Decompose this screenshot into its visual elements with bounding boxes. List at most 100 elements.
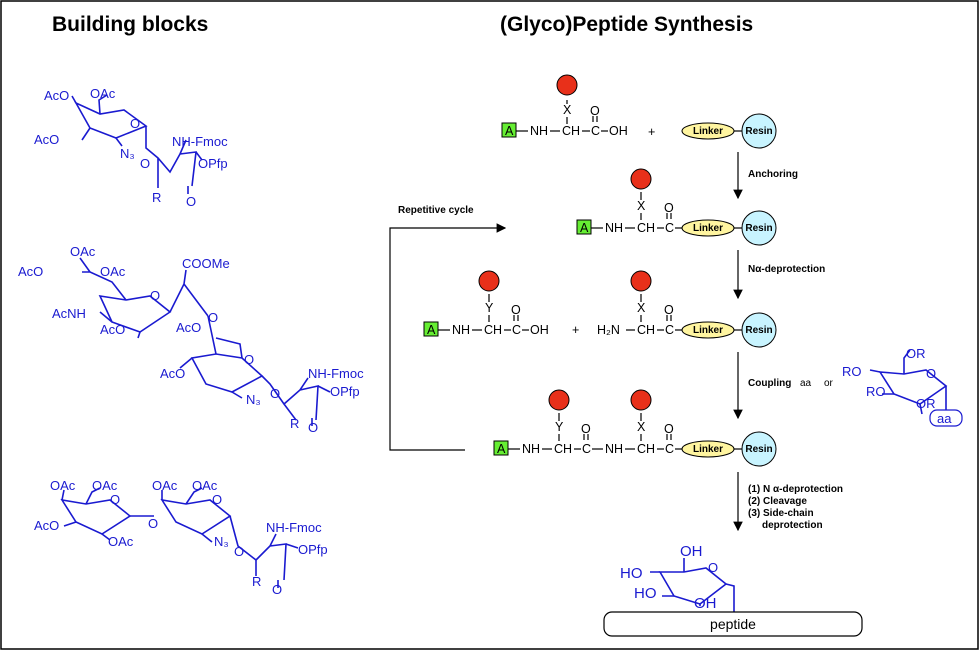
row-coupling-partners: A NH CH C OH O Y + H₂N CH C O X Linker R… <box>423 270 777 348</box>
svg-text:CH: CH <box>637 221 655 235</box>
svg-text:CH: CH <box>562 124 580 138</box>
svg-text:Linker: Linker <box>693 444 723 455</box>
svg-text:OAc: OAc <box>50 478 76 493</box>
svg-text:A: A <box>580 221 589 235</box>
svg-text:C: C <box>582 442 591 456</box>
svg-text:C: C <box>591 124 600 138</box>
svg-text:O: O <box>208 310 218 325</box>
svg-text:or: or <box>824 378 834 389</box>
svg-text:O: O <box>212 492 222 507</box>
svg-text:OAc: OAc <box>90 86 116 101</box>
repetitive-cycle-label: Repetitive cycle <box>398 205 474 216</box>
svg-text:OH: OH <box>694 595 717 612</box>
svg-text:AcO: AcO <box>34 132 59 147</box>
side-chain-X <box>556 74 578 96</box>
svg-text:A: A <box>497 442 506 456</box>
svg-text:NH-Fmoc: NH-Fmoc <box>172 134 228 149</box>
svg-text:OH: OH <box>609 124 628 138</box>
svg-text:O: O <box>150 288 160 303</box>
svg-text:Linker: Linker <box>693 126 723 137</box>
svg-text:Linker: Linker <box>693 223 723 234</box>
svg-text:C: C <box>665 442 674 456</box>
svg-text:OAc: OAc <box>152 478 178 493</box>
svg-text:X: X <box>637 301 646 315</box>
svg-text:RO: RO <box>842 364 862 379</box>
svg-text:O: O <box>708 560 718 575</box>
svg-text:Linker: Linker <box>693 325 723 336</box>
svg-text:O: O <box>664 201 674 215</box>
svg-text:NH-Fmoc: NH-Fmoc <box>266 520 322 535</box>
svg-text:RO: RO <box>866 384 886 399</box>
title-building-blocks: Building blocks <box>52 13 208 36</box>
svg-text:(3) Side-chain: (3) Side-chain <box>748 508 814 519</box>
svg-text:HO: HO <box>620 565 643 582</box>
svg-text:NH-Fmoc: NH-Fmoc <box>308 366 364 381</box>
svg-text:O: O <box>926 366 936 381</box>
svg-text:O: O <box>130 116 140 131</box>
svg-text:Y: Y <box>555 420 564 434</box>
svg-text:OAc: OAc <box>108 534 134 549</box>
svg-text:A: A <box>427 323 436 337</box>
coupling-step: Coupling aa or <box>733 352 834 420</box>
svg-text:OAc: OAc <box>192 478 218 493</box>
svg-text:O: O <box>581 422 591 436</box>
svg-text:OH: OH <box>530 323 549 337</box>
svg-text:+: + <box>572 323 579 337</box>
svg-text:C: C <box>512 323 521 337</box>
svg-text:O: O <box>110 492 120 507</box>
resin <box>741 113 777 149</box>
svg-text:OR: OR <box>916 396 936 411</box>
svg-text:C: C <box>665 221 674 235</box>
svg-text:AcO: AcO <box>18 264 43 279</box>
svg-text:O: O <box>270 386 280 401</box>
protecting-group-A <box>501 122 517 138</box>
svg-text:OH: OH <box>680 543 703 560</box>
svg-text:Coupling: Coupling <box>748 378 791 389</box>
svg-text:O: O <box>272 582 282 597</box>
svg-text:OPfp: OPfp <box>330 384 360 399</box>
building-block-2: OAc AcO OAc AcNH AcO COOMe O AcO O O AcO… <box>18 244 364 435</box>
svg-text:OAc: OAc <box>100 264 126 279</box>
svg-text:AcO: AcO <box>44 88 69 103</box>
svg-text:NH: NH <box>605 221 623 235</box>
building-block-1: AcO OAc AcO N₃ O O NH-Fmoc OPfp R O <box>34 86 228 209</box>
svg-text:O: O <box>234 544 244 559</box>
svg-text:O: O <box>148 516 158 531</box>
anchoring-step: Anchoring <box>733 152 798 200</box>
svg-text:aa: aa <box>800 378 812 389</box>
svg-text:AcO: AcO <box>100 322 125 337</box>
svg-text:O: O <box>140 156 150 171</box>
svg-text:OR: OR <box>906 346 926 361</box>
svg-text:NH: NH <box>530 124 548 138</box>
glyco-amino-acid: OR RO RO OR O OR aa <box>842 346 963 427</box>
svg-text:AcO: AcO <box>160 366 185 381</box>
svg-text:O: O <box>511 303 521 317</box>
svg-text:Resin: Resin <box>745 223 772 234</box>
svg-text:OAc: OAc <box>92 478 118 493</box>
svg-text:O: O <box>590 104 600 118</box>
building-block-3: OAc OAc AcO O OAc O OAc OAc O N₃ O NH-Fm… <box>34 478 328 597</box>
title-glycopeptide-synthesis: (Glyco)Peptide Synthesis <box>500 13 753 36</box>
row-amino-acid: A NH CH C OH O X + Linker Resin <box>501 74 777 149</box>
svg-text:X: X <box>637 199 646 213</box>
svg-text:HO: HO <box>634 585 657 602</box>
svg-text:N₃: N₃ <box>120 146 135 161</box>
svg-text:X: X <box>637 420 646 434</box>
svg-text:A: A <box>505 124 514 138</box>
svg-text:O: O <box>664 303 674 317</box>
svg-text:H₂N: H₂N <box>597 323 620 337</box>
svg-text:N₃: N₃ <box>214 534 229 549</box>
svg-text:AcO: AcO <box>176 320 201 335</box>
svg-text:R: R <box>152 190 161 205</box>
final-steps: (1) N α-deprotection (2) Cleavage (3) Si… <box>733 472 843 532</box>
svg-text:C: C <box>665 323 674 337</box>
row-anchored: A NH CH C O X Linker Resin <box>576 168 777 246</box>
svg-text:X: X <box>563 103 572 117</box>
peptide-label: peptide <box>710 616 756 632</box>
svg-text:R: R <box>252 574 261 589</box>
svg-text:AcO: AcO <box>34 518 59 533</box>
svg-text:AcNH: AcNH <box>52 306 86 321</box>
svg-text:O: O <box>186 194 196 209</box>
